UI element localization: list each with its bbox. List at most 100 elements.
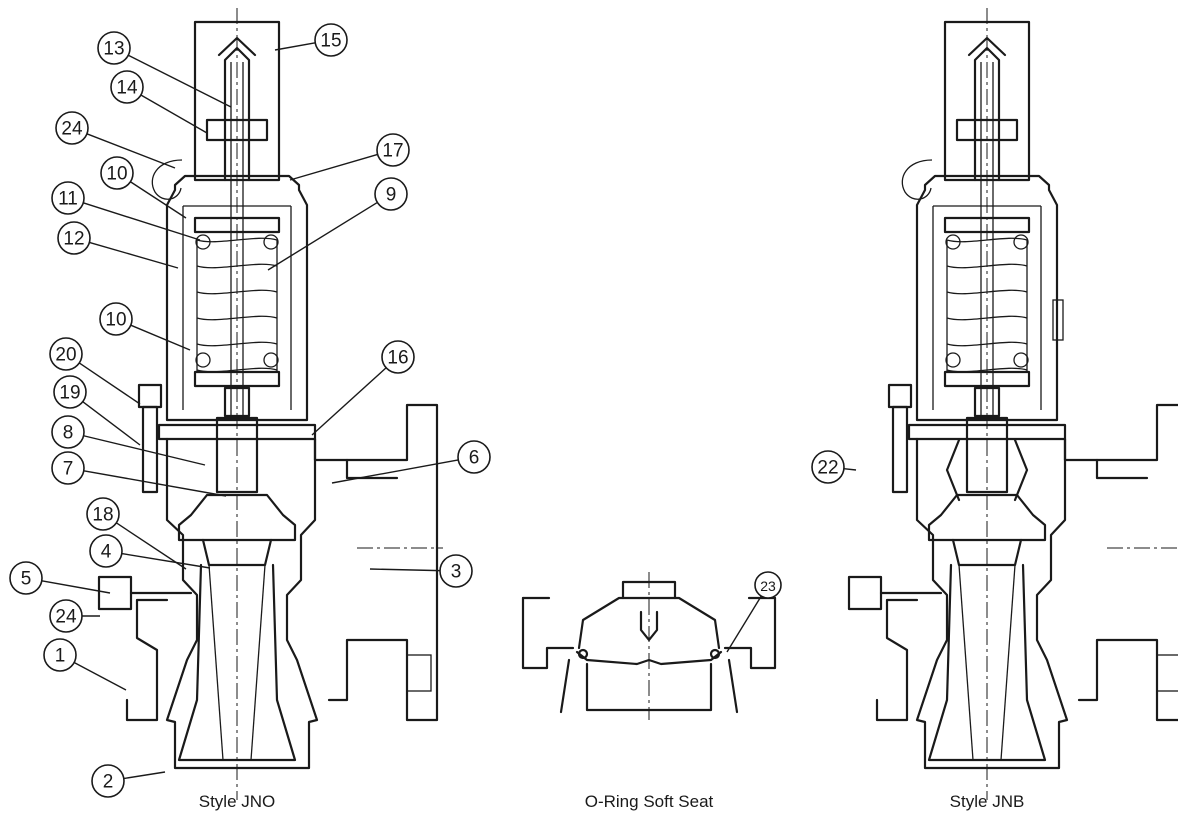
callout-number: 19 — [59, 383, 80, 404]
callout-number: 22 — [817, 458, 838, 479]
callout-circle — [457, 440, 491, 474]
callout-leader — [121, 552, 211, 569]
callout-number: 24 — [61, 119, 83, 140]
callout-leader — [311, 367, 387, 436]
callout-number: 16 — [387, 348, 408, 369]
callout-leader — [369, 568, 441, 572]
callout-circle — [376, 133, 410, 167]
callout-circle — [110, 70, 144, 104]
callout-circle — [314, 23, 348, 57]
callout-circle — [53, 375, 87, 409]
callout-number: 18 — [92, 505, 113, 526]
callout-number: 2 — [103, 772, 114, 793]
callout-circle — [97, 31, 131, 65]
callout-leader — [331, 459, 459, 484]
callout-22: 22 — [811, 450, 857, 484]
callout-circle — [91, 764, 125, 798]
callout-circle — [9, 561, 43, 595]
callout-24: 24 — [49, 599, 100, 633]
oring-seat-detail — [521, 572, 777, 720]
callout-circle — [754, 571, 782, 599]
callout-number: 24 — [55, 607, 77, 628]
callout-leader — [130, 181, 187, 219]
callout-1: 1 — [43, 638, 127, 691]
callout-circle — [89, 534, 123, 568]
callout-leader — [127, 54, 232, 108]
callout-6: 6 — [331, 440, 491, 484]
callout-circle — [811, 450, 845, 484]
callout-19: 19 — [53, 375, 141, 446]
callout-number: 6 — [469, 448, 480, 469]
callout-circle — [100, 156, 134, 190]
callout-number: 23 — [760, 578, 776, 594]
callout-number: 12 — [63, 229, 84, 250]
callout-4: 4 — [89, 534, 211, 569]
callout-23: 23 — [726, 571, 782, 653]
callout-number: 15 — [320, 31, 341, 52]
callout-circle — [51, 415, 85, 449]
callout-leader — [73, 661, 127, 691]
callout-number: 9 — [386, 185, 397, 206]
callout-leader — [843, 468, 857, 471]
callout-circle — [49, 337, 83, 371]
callout-circle — [86, 497, 120, 531]
callout-18: 18 — [86, 497, 187, 570]
callout-circle — [49, 599, 83, 633]
callout-number: 20 — [55, 345, 76, 366]
callout-number: 4 — [101, 542, 112, 563]
callout-number: 17 — [382, 141, 403, 162]
callout-circle — [374, 177, 408, 211]
callout-leader — [267, 201, 378, 271]
callout-circle — [51, 181, 85, 215]
caption-jnb: Style JNB — [949, 792, 1025, 811]
callout-number: 11 — [58, 189, 78, 210]
callout-14: 14 — [110, 70, 208, 134]
callout-24: 24 — [55, 111, 176, 169]
callout-number: 13 — [103, 39, 124, 60]
callout-number: 8 — [63, 423, 74, 444]
callout-number: 3 — [451, 562, 462, 583]
callout-number: 5 — [21, 569, 32, 590]
callout-leader — [289, 153, 378, 181]
callout-number: 10 — [105, 310, 126, 331]
callout-16: 16 — [311, 340, 415, 436]
callout-7: 7 — [51, 451, 227, 497]
callout-leader — [83, 470, 227, 497]
callout-leader — [726, 595, 762, 653]
caption-oring-seat: O-Ring Soft Seat — [584, 792, 714, 811]
callout-leader — [115, 522, 187, 570]
callout-leader — [89, 241, 179, 269]
callout-leader — [41, 580, 111, 594]
callout-number: 1 — [55, 646, 66, 667]
callout-17: 17 — [289, 133, 410, 181]
callout-8: 8 — [51, 415, 206, 466]
callout-15: 15 — [274, 23, 348, 57]
callout-20: 20 — [49, 337, 141, 405]
callout-11: 11 — [51, 181, 201, 241]
callout-13: 13 — [97, 31, 232, 108]
callout-circle — [57, 221, 91, 255]
callout-number: 10 — [106, 164, 127, 185]
callout-2: 2 — [91, 764, 166, 798]
callout-leader — [130, 324, 191, 351]
callout-number: 7 — [63, 459, 74, 480]
callout-10: 10 — [99, 302, 191, 351]
valve-jnb-drawing — [847, 6, 1178, 802]
callout-leader — [83, 202, 201, 241]
callout-circle — [55, 111, 89, 145]
callout-circle — [51, 451, 85, 485]
callout-leader — [86, 133, 176, 169]
callout-leader — [78, 362, 141, 405]
callout-leader — [140, 94, 208, 134]
callout-10: 10 — [100, 156, 187, 219]
callout-circle — [439, 554, 473, 588]
callout-12: 12 — [57, 221, 179, 269]
callout-number: 14 — [116, 78, 138, 99]
valve-jno-drawing — [97, 6, 445, 802]
callout-leader — [123, 771, 166, 780]
caption-jno: Style JNO — [198, 792, 276, 811]
callout-circle — [99, 302, 133, 336]
callout-3: 3 — [369, 554, 473, 588]
